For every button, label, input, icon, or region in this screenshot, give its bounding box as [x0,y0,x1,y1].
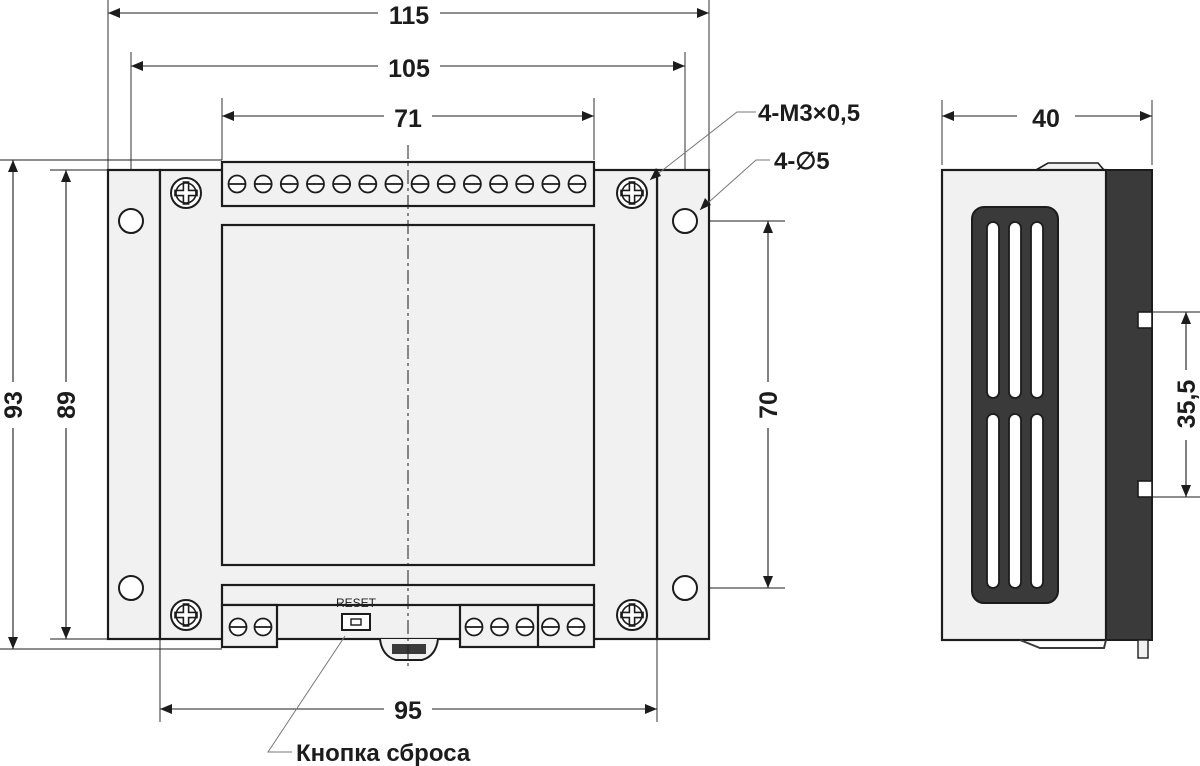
dim-base-width: 95 [394,697,422,725]
screw-top-left [170,177,202,209]
screw-bottom-right [616,599,648,631]
dim-overall-height: 93 [0,391,28,419]
dim-hole-spacing-height: 70 [755,391,783,419]
dim-din-rail: 35,5 [1173,380,1200,429]
vent-slot [1030,413,1044,589]
screw-bottom-left [170,599,202,631]
mount-hole-bottom-right [672,575,698,601]
callout-leaders [267,111,770,753]
vent-slot [1008,221,1022,399]
bottom-left-terminals [228,617,273,637]
callout-holes: 4-∅5 [774,148,830,175]
callout-screws: 4-M3×0,5 [758,100,860,127]
reset-button[interactable] [341,613,371,631]
dim-body-height: 89 [53,391,81,419]
side-cover [1105,169,1153,641]
vent-slot [1008,413,1022,589]
vent-slot [986,413,1000,589]
screw-top-right [616,177,648,209]
mount-hole-bottom-left [118,575,144,601]
dim-terminal-width: 71 [394,105,422,133]
left-flange [106,168,162,641]
mount-hole-top-left [118,208,144,234]
vent-slot [1030,221,1044,399]
dim-hole-spacing-width: 105 [388,55,430,83]
dim-depth: 40 [1032,105,1060,133]
mount-hole-top-right [672,208,698,234]
reset-label: RESET [336,596,377,610]
callout-reset-note: Кнопка сброса [296,740,471,766]
side-view: 40 35,5 [940,100,1200,659]
bottom-right-terminals [464,617,586,637]
right-flange [655,168,711,641]
top-terminals [227,174,587,194]
vent-slot [986,221,1000,399]
dim-overall-width: 115 [389,2,429,30]
front-view: 115 105 71 95 93 89 70 RESET [0,0,860,766]
vent-slots [986,221,1044,589]
